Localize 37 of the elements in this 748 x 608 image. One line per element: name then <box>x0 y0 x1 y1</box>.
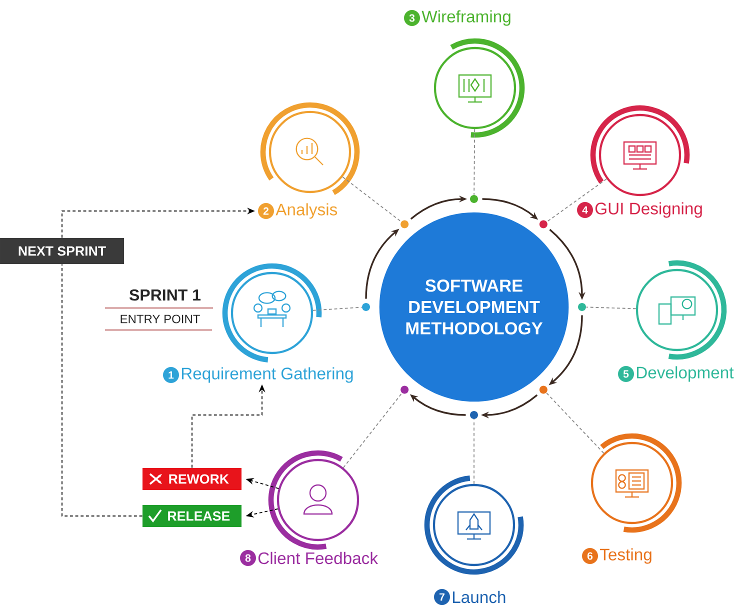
tag-box: RELEASE <box>142 505 242 527</box>
connector-line <box>342 392 402 468</box>
stage-label: Launch <box>452 590 506 604</box>
number-badge: 3 <box>404 10 420 26</box>
connector-line <box>312 306 362 311</box>
connector-dot <box>470 411 478 419</box>
entry-point-label: ENTRY POINT <box>120 314 200 324</box>
number-badge: 2 <box>258 203 274 219</box>
number-badge: 5 <box>618 366 634 382</box>
sprint-label: SPRINT 1 <box>129 289 201 301</box>
stage-label: Requirement Gathering <box>182 367 353 383</box>
number-badge: 8 <box>240 550 256 566</box>
connector-dot <box>400 220 409 228</box>
stage-label: Testing <box>600 548 652 564</box>
connector-line <box>474 128 476 196</box>
connector-dot <box>539 386 548 394</box>
connector-line <box>62 264 143 516</box>
connector-dot <box>470 195 478 203</box>
number-badge: 7 <box>434 589 450 605</box>
connector-dot <box>400 386 409 394</box>
stage-label: Wireframing <box>422 10 510 26</box>
connector-dot <box>539 220 548 228</box>
stage-label: Development <box>636 366 734 382</box>
number-badge: 6 <box>582 548 598 564</box>
connector-dot <box>362 303 370 311</box>
connector-dot <box>578 303 586 311</box>
connector-line <box>342 176 402 222</box>
stage-label: Analysis <box>276 203 338 219</box>
stage-label: Client Feedback <box>258 552 378 564</box>
tag-box: REWORK <box>142 468 242 490</box>
stage-label: GUI Designing <box>595 202 702 218</box>
number-badge: 1 <box>163 367 179 383</box>
tag-box: NEXT SPRINT <box>0 238 124 264</box>
number-badge: 4 <box>577 202 593 218</box>
connector-line <box>586 306 636 310</box>
connector-line <box>546 392 604 454</box>
connector-line <box>546 178 608 222</box>
